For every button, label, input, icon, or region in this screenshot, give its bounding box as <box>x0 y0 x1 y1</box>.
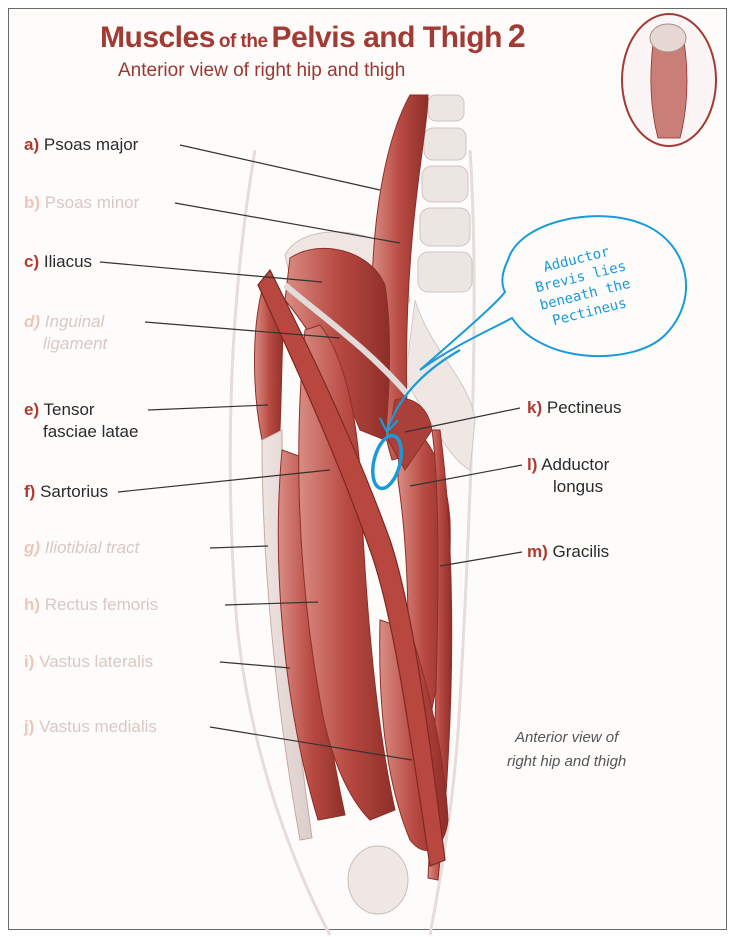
label-letter: a) <box>24 135 39 154</box>
label-text: Tensor <box>44 400 95 419</box>
label-letter: i) <box>24 652 34 671</box>
orientation-thumbnail-icon <box>622 14 716 146</box>
label-letter: k) <box>527 398 542 417</box>
label-psoas-major: a) Psoas major <box>24 134 138 156</box>
label-adductor-longus: l) Adductor longus <box>527 454 609 498</box>
label-text: Pectineus <box>547 398 622 417</box>
label-letter: b) <box>24 193 40 212</box>
title-main-2: Pelvis and Thigh <box>272 21 502 54</box>
label-text: Inguinal <box>45 312 105 331</box>
figure-caption: Anterior view of right hip and thigh <box>507 726 626 774</box>
label-text: Vastus medialis <box>39 717 157 736</box>
label-letter: c) <box>24 252 39 271</box>
title-number: 2 <box>508 18 525 54</box>
label-iliotibial-tract: g) Iliotibial tract <box>24 537 139 559</box>
page-subtitle: Anterior view of right hip and thigh <box>118 60 405 82</box>
title-small: of the <box>219 31 268 52</box>
label-rectus-femoris: h) Rectus femoris <box>24 594 158 616</box>
label-text-line2: longus <box>527 477 603 496</box>
label-inguinal-ligament: d) Inguinal ligament <box>24 311 107 355</box>
label-gracilis: m) Gracilis <box>527 541 609 563</box>
label-letter: j) <box>24 717 34 736</box>
label-text: Iliacus <box>44 252 92 271</box>
label-letter: m) <box>527 542 548 561</box>
label-text-line2: fasciae latae <box>24 422 138 441</box>
label-text: Sartorius <box>40 482 108 501</box>
label-letter: e) <box>24 400 39 419</box>
label-iliacus: c) Iliacus <box>24 251 92 273</box>
label-letter: d) <box>24 312 40 331</box>
label-vastus-medialis: j) Vastus medialis <box>24 716 157 738</box>
label-sartorius: f) Sartorius <box>24 481 108 503</box>
label-text-line2: ligament <box>24 334 107 353</box>
label-letter: h) <box>24 595 40 614</box>
caption-line-1: Anterior view of <box>515 729 618 746</box>
title-main-1: Muscles <box>100 21 215 54</box>
label-text: Psoas major <box>44 135 138 154</box>
label-text: Rectus femoris <box>45 595 158 614</box>
label-pectineus: k) Pectineus <box>527 397 622 419</box>
label-text: Psoas minor <box>45 193 139 212</box>
label-text: Gracilis <box>553 542 610 561</box>
label-tensor-fasciae-latae: e) Tensor fasciae latae <box>24 399 138 443</box>
label-letter: g) <box>24 538 40 557</box>
label-text: Iliotibial tract <box>45 538 139 557</box>
label-letter: f) <box>24 482 35 501</box>
caption-line-2: right hip and thigh <box>507 753 626 770</box>
label-vastus-lateralis: i) Vastus lateralis <box>24 651 153 673</box>
label-text: Adductor <box>541 455 609 474</box>
label-letter: l) <box>527 455 537 474</box>
label-psoas-minor: b) Psoas minor <box>24 192 139 214</box>
label-text: Vastus lateralis <box>39 652 153 671</box>
patella <box>348 846 408 914</box>
